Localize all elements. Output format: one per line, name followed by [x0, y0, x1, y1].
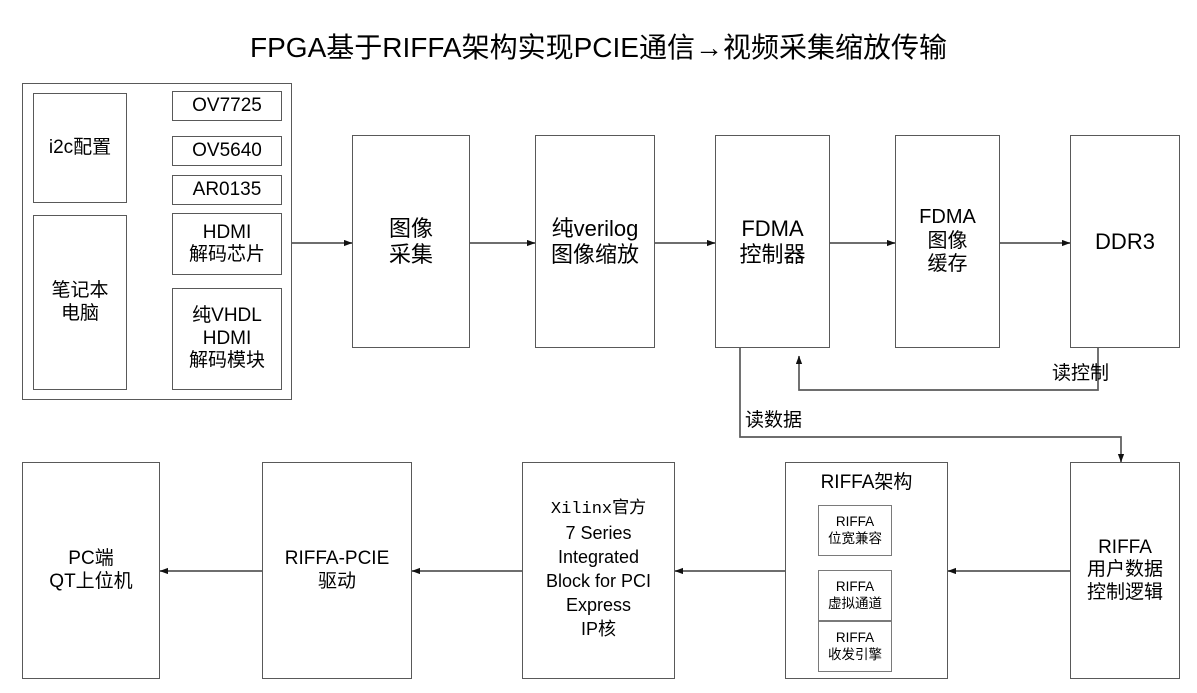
- image-capture-line2: 采集: [388, 241, 433, 267]
- i2c-config-box[interactable]: i2c配置: [33, 93, 127, 203]
- pc-host-line2: QT上位机: [49, 570, 133, 592]
- driver-line2: 驱动: [317, 570, 356, 592]
- riffa-tx-rx-engine-box[interactable]: RIFFA 收发引擎: [818, 621, 892, 672]
- sensor-ar0135-box[interactable]: AR0135: [172, 175, 282, 205]
- xilinx-ip-line5: Express: [565, 594, 632, 615]
- riffa-width-compat-line2: 位宽兼容: [828, 530, 882, 546]
- laptop-label-line2: 电脑: [60, 302, 99, 324]
- vhdl-hdmi-decoder-box[interactable]: 纯VHDL HDMI 解码模块: [172, 288, 282, 390]
- fdma-controller-line1: FDMA: [741, 215, 804, 241]
- riffa-pcie-driver-box[interactable]: RIFFA-PCIE 驱动: [262, 462, 412, 679]
- riffa-width-compat-line1: RIFFA: [835, 513, 875, 529]
- fdma-buffer-line2: 图像: [927, 229, 968, 252]
- sensor-ov7725-label: OV7725: [192, 94, 262, 116]
- vhdl-label-line1: 纯VHDL: [192, 305, 262, 327]
- riffa-virtual-channel-box[interactable]: RIFFA 虚拟通道: [818, 570, 892, 621]
- i2c-config-label: i2c配置: [48, 136, 112, 158]
- vhdl-label-line2: HDMI: [202, 327, 252, 349]
- fdma-buffer-line1: FDMA: [919, 206, 976, 229]
- riffa-architecture-title: RIFFA架构: [820, 472, 913, 493]
- fdma-controller-line2: 控制器: [739, 241, 806, 267]
- riffa-user-line3: 控制逻辑: [1086, 581, 1163, 603]
- riffa-user-logic-box[interactable]: RIFFA 用户数据 控制逻辑: [1070, 462, 1180, 679]
- xilinx-pcie-ip-box[interactable]: Xilinx官方 7 Series Integrated Block for P…: [522, 462, 675, 679]
- riffa-virtual-channel-line2: 虚拟通道: [828, 595, 882, 611]
- hdmi-chip-label-line1: HDMI: [202, 221, 252, 243]
- fdma-buffer-line3: 缓存: [927, 253, 968, 276]
- vhdl-label-line3: 解码模块: [188, 350, 265, 372]
- laptop-box[interactable]: 笔记本 电脑: [33, 215, 127, 390]
- riffa-user-line1: RIFFA: [1098, 536, 1152, 558]
- sensor-ov5640-box[interactable]: OV5640: [172, 136, 282, 166]
- page-title: FPGA基于RIFFA架构实现PCIE通信→视频采集缩放传输: [250, 32, 947, 63]
- sensor-ar0135-label: AR0135: [192, 178, 262, 200]
- fdma-controller-box[interactable]: FDMA 控制器: [715, 135, 830, 348]
- xilinx-ip-line4: Block for PCI: [545, 570, 652, 591]
- riffa-tx-rx-engine-line2: 收发引擎: [828, 646, 882, 662]
- xilinx-ip-line2: 7 Series: [565, 522, 632, 543]
- image-capture-box[interactable]: 图像 采集: [352, 135, 470, 348]
- pc-host-line1: PC端: [68, 548, 114, 570]
- read-data-label: 读数据: [745, 410, 803, 431]
- xilinx-ip-line1: Xilinx官方: [550, 500, 647, 520]
- driver-line1: RIFFA-PCIE: [284, 548, 390, 570]
- image-scaler-line2: 图像缩放: [550, 241, 639, 267]
- sensor-ov7725-box[interactable]: OV7725: [172, 91, 282, 121]
- image-scaler-box[interactable]: 纯verilog 图像缩放: [535, 135, 655, 348]
- riffa-width-compat-box[interactable]: RIFFA 位宽兼容: [818, 505, 892, 556]
- riffa-tx-rx-engine-line1: RIFFA: [835, 629, 875, 645]
- hdmi-chip-label-line2: 解码芯片: [188, 244, 265, 265]
- ddr3-box[interactable]: DDR3: [1070, 135, 1180, 348]
- ddr3-label: DDR3: [1095, 228, 1155, 254]
- pc-host-box[interactable]: PC端 QT上位机: [22, 462, 160, 679]
- image-capture-line1: 图像: [388, 215, 433, 241]
- read-control-label: 读控制: [1052, 363, 1110, 384]
- riffa-virtual-channel-line1: RIFFA: [835, 578, 875, 594]
- xilinx-ip-line3: Integrated: [557, 546, 640, 567]
- image-scaler-line1: 纯verilog: [551, 215, 639, 241]
- laptop-label-line1: 笔记本: [51, 280, 109, 302]
- xilinx-ip-line6: IP核: [580, 618, 616, 639]
- sensor-ov5640-label: OV5640: [192, 139, 262, 161]
- riffa-user-line2: 用户数据: [1086, 559, 1163, 581]
- fdma-image-buffer-box[interactable]: FDMA 图像 缓存: [895, 135, 1000, 348]
- hdmi-decoder-chip-box[interactable]: HDMI 解码芯片: [172, 213, 282, 275]
